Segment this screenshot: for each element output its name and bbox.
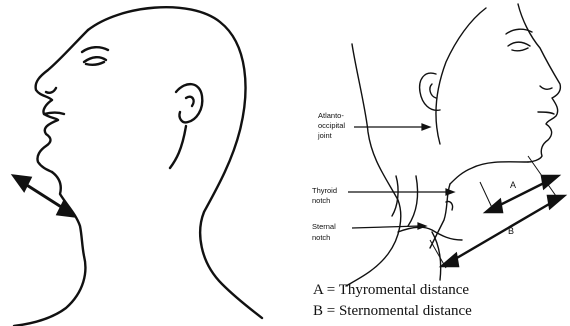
right-eye bbox=[508, 42, 530, 51]
left-eye bbox=[84, 57, 106, 65]
caption-thyromental: A = Thyromental distance bbox=[313, 282, 469, 299]
right-jaw bbox=[450, 162, 528, 184]
right-head-back bbox=[436, 8, 486, 144]
arrow-a-head-1 bbox=[486, 200, 502, 212]
right-mouth bbox=[538, 112, 554, 114]
left-ear bbox=[176, 84, 202, 122]
label-atlanto-1: Atlanto- bbox=[318, 111, 344, 120]
label-thyroid-1: Thyroid bbox=[312, 186, 337, 195]
arrow-b-line bbox=[450, 200, 556, 262]
arrow-b-head-2 bbox=[548, 196, 564, 208]
arrow-a-guide bbox=[480, 182, 494, 212]
left-jaw-neck bbox=[14, 172, 85, 326]
left-arrowhead-top bbox=[14, 176, 30, 190]
label-sternal-1: Sternal bbox=[312, 222, 336, 231]
left-head-figure bbox=[14, 7, 262, 326]
left-face-profile bbox=[36, 30, 88, 172]
measurement-arrows bbox=[430, 156, 564, 268]
thyroid-pointer-head bbox=[446, 189, 454, 195]
left-mouth bbox=[44, 113, 64, 115]
label-sternal-2: notch bbox=[312, 233, 330, 242]
right-face-profile bbox=[518, 4, 560, 162]
arrow-a-head-2 bbox=[542, 176, 558, 188]
caption-sternomental: B = Sternomental distance bbox=[313, 303, 472, 320]
right-neck-back bbox=[346, 44, 401, 286]
left-nostril bbox=[46, 88, 56, 93]
atlanto-pointer-head bbox=[422, 124, 430, 130]
right-neck-muscle bbox=[392, 176, 418, 226]
left-neck-crease bbox=[170, 126, 186, 168]
marker-a: A bbox=[510, 180, 516, 190]
right-clavicle bbox=[398, 227, 462, 240]
left-neck-arrow bbox=[14, 176, 74, 216]
left-eyebrow bbox=[82, 47, 108, 52]
label-thyroid-2: notch bbox=[312, 196, 330, 205]
label-atlanto-3: joint bbox=[317, 131, 333, 140]
arrow-a-line bbox=[494, 180, 550, 208]
right-head-figure bbox=[346, 4, 560, 286]
marker-b: B bbox=[508, 226, 514, 236]
right-nostril bbox=[540, 86, 552, 89]
label-atlanto-2: occipital bbox=[318, 121, 345, 130]
